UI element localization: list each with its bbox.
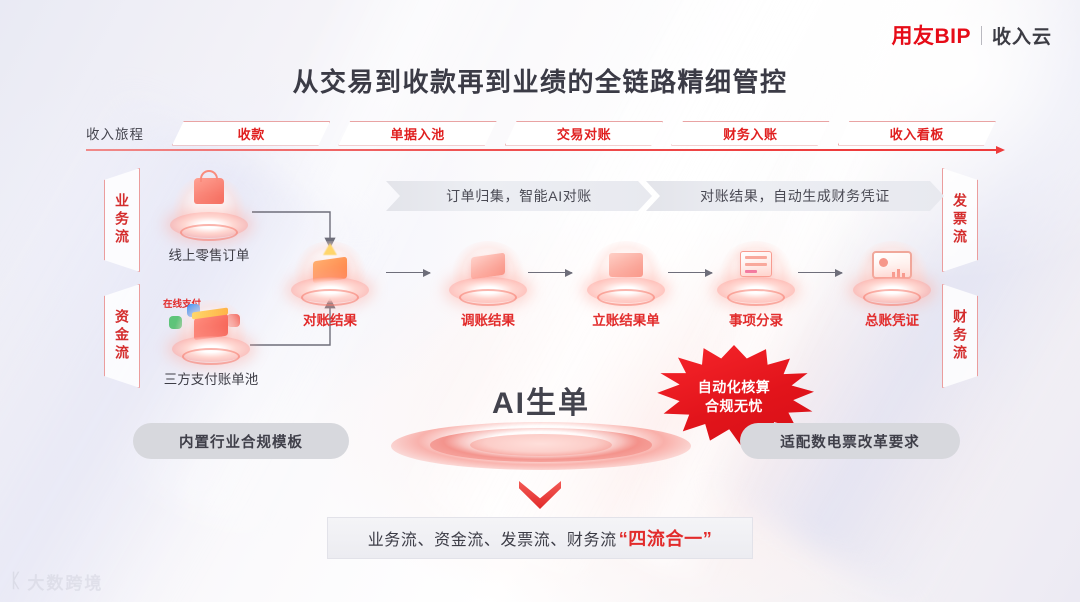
ai-stage: AI生单 [383, 387, 699, 470]
brand-secondary: 收入云 [991, 26, 1052, 48]
journey-stage-label: 交易对账 [556, 126, 612, 142]
flow-node-online-retail-order[interactable]: 线上零售订单 [154, 170, 264, 264]
online-payment-tag: 在线支付 [163, 299, 202, 310]
side-flag-business-flow: 业务流 [104, 168, 140, 272]
side-flag-label: 财务流 [952, 309, 968, 363]
watermark-text: 大数跨境 [27, 574, 104, 593]
flow-node-third-party-payment-pool[interactable]: 在线支付 三方支付账单池 [152, 299, 270, 388]
journey-timeline-arrow [86, 145, 1005, 154]
summary-highlight: “四流合一” [618, 529, 713, 549]
journey-stage-1[interactable]: 收款 [172, 121, 330, 146]
flow-node-reconciliation-result[interactable]: 对账结果 [282, 241, 378, 329]
side-flag-invoice-flow: 发票流 [942, 168, 978, 272]
ledger-icon [284, 241, 376, 306]
journey-label: 收入旅程 [86, 127, 144, 142]
journey-stage-list: 收款 单据入池 交易对账 财务入账 收入看板 [172, 121, 996, 146]
journey-stage-label: 收入看板 [889, 126, 945, 142]
side-flag-label: 资金流 [114, 309, 130, 363]
adjust-box-icon [442, 241, 534, 306]
pill-industry-compliance-template[interactable]: 内置行业合规模板 [133, 423, 349, 459]
brand-logo: 用友BIP 收入云 [891, 20, 1052, 50]
pill-e-invoice-reform[interactable]: 适配数电票改革要求 [740, 423, 960, 459]
page-title: 从交易到收款再到业绩的全链路精细管控 [292, 67, 788, 97]
summary-banner: 业务流、资金流、发票流、财务流 “四流合一” [327, 517, 753, 559]
watermark: ᛕ 大数跨境 [10, 569, 103, 594]
journey-stage-label: 收款 [237, 126, 265, 142]
starburst-line-2: 合规无忧 [705, 398, 763, 414]
flow-node-label: 调账结果 [461, 313, 515, 328]
document-box-icon [580, 241, 672, 306]
journey-stage-2[interactable]: 单据入池 [338, 121, 496, 146]
ai-stage-label: AI生单 [492, 387, 590, 420]
flow-node-label: 对账结果 [303, 313, 357, 328]
stage-ring-inner [470, 434, 612, 456]
summary-text: 业务流、资金流、发票流、财务流 [367, 532, 617, 549]
brand-divider [980, 25, 982, 45]
flow-node-label: 总账凭证 [865, 313, 919, 328]
flow-arrow-1 [386, 267, 431, 279]
dashboard-icon [846, 241, 938, 306]
flow-arrow-3 [668, 267, 713, 279]
flow-node-adjustment-result[interactable]: 调账结果 [440, 241, 536, 329]
flow-arrow-2 [528, 267, 573, 279]
side-flag-fund-flow: 资金流 [104, 284, 140, 388]
journey-stage-5[interactable]: 收入看板 [838, 121, 996, 146]
journey-stage-4[interactable]: 财务入账 [671, 121, 829, 146]
starburst-line-1: 自动化核算 [697, 378, 771, 395]
watermark-logo-icon: ᛕ [10, 570, 21, 592]
journey-row: 收入旅程 收款 单据入池 交易对账 财务入账 收入看板 [86, 120, 996, 146]
journey-stage-label: 单据入池 [390, 126, 445, 142]
journey-stage-3[interactable]: 交易对账 [505, 121, 663, 146]
flow-node-transaction-entry[interactable]: 事项分录 [708, 241, 804, 329]
flow-arrow-4 [798, 267, 843, 279]
shopping-bag-icon [163, 170, 255, 241]
side-flag-label: 业务流 [114, 193, 130, 247]
wallet-icon: 在线支付 [163, 299, 257, 365]
side-flag-finance-flow: 财务流 [942, 284, 978, 388]
flow-node-booking-result-sheet[interactable]: 立账结果单 [576, 241, 676, 329]
flow-node-general-ledger-voucher[interactable]: 总账凭证 [844, 241, 940, 329]
flow-node-label: 立账结果单 [592, 313, 660, 328]
callout-banner-order-aggregation: 订单归集，智能AI对账 [386, 181, 652, 211]
brand-primary: 用友BIP [891, 25, 971, 48]
callout-banner-voucher-generation: 对账结果，自动生成财务凭证 [646, 181, 944, 211]
flow-node-label: 线上零售订单 [168, 248, 250, 263]
flow-node-label: 三方支付账单池 [163, 372, 259, 387]
journey-stage-label: 财务入账 [723, 126, 778, 142]
chevron-down-icon [519, 481, 561, 509]
table-card-icon [710, 241, 802, 306]
side-flag-label: 发票流 [952, 193, 968, 247]
flow-node-label: 事项分录 [729, 313, 783, 328]
